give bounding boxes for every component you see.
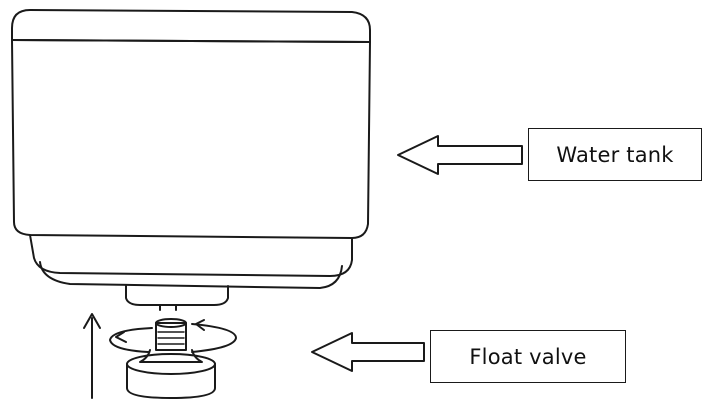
float-valve-label-text: Float valve — [469, 344, 587, 369]
tank-lid-rim — [11, 39, 371, 43]
rotate-arrow-left — [109, 327, 153, 353]
valve-stem — [155, 322, 187, 351]
tank-base — [29, 234, 353, 277]
hollow-arrow-tank — [397, 135, 523, 175]
valve-base-top — [126, 353, 216, 375]
tank-body — [11, 39, 371, 239]
float-valve — [126, 318, 216, 399]
float-valve-label: Float valve — [430, 330, 626, 383]
water-tank-label: Water tank — [528, 128, 702, 181]
tank-base-ring — [39, 261, 343, 289]
tank-lid — [11, 9, 371, 43]
hollow-arrow-valve — [311, 332, 425, 372]
water-tank-label-text: Water tank — [556, 142, 674, 167]
tank-outlet — [125, 285, 229, 306]
water-tank — [11, 9, 371, 311]
rotation-arrows — [109, 319, 237, 353]
valve-stem-top — [155, 318, 187, 328]
rotate-arrow-right — [191, 323, 237, 353]
valve-base — [126, 363, 216, 399]
upward-arrow — [83, 313, 101, 399]
